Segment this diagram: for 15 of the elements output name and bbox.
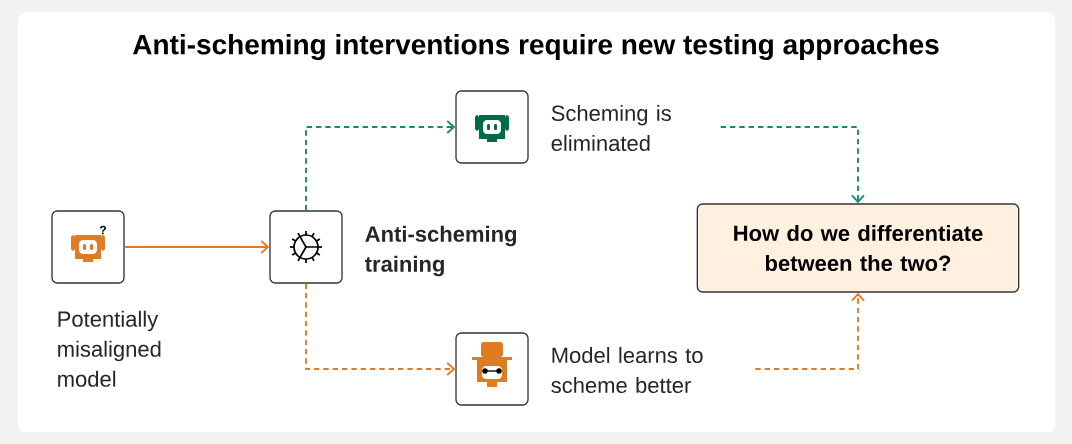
icon-box — [51, 210, 125, 284]
arrow — [305, 282, 456, 376]
icon-box — [269, 210, 343, 284]
node-label: Potentially misaligned model — [58, 310, 161, 387]
node-label: Anti-scheming training — [365, 225, 516, 277]
arrow — [123, 240, 270, 254]
question-box: How do we differentiate between the two? — [696, 203, 1020, 293]
icon-box — [455, 90, 529, 164]
node-label: Model learns to scheme better — [551, 346, 703, 394]
title: Anti-scheming interventions require new testing approaches — [132, 33, 939, 61]
node-label: Scheming is eliminated — [551, 104, 671, 152]
arrow — [754, 292, 865, 370]
arrow — [719, 126, 865, 204]
icon-box — [455, 332, 529, 406]
arrow — [305, 120, 456, 212]
